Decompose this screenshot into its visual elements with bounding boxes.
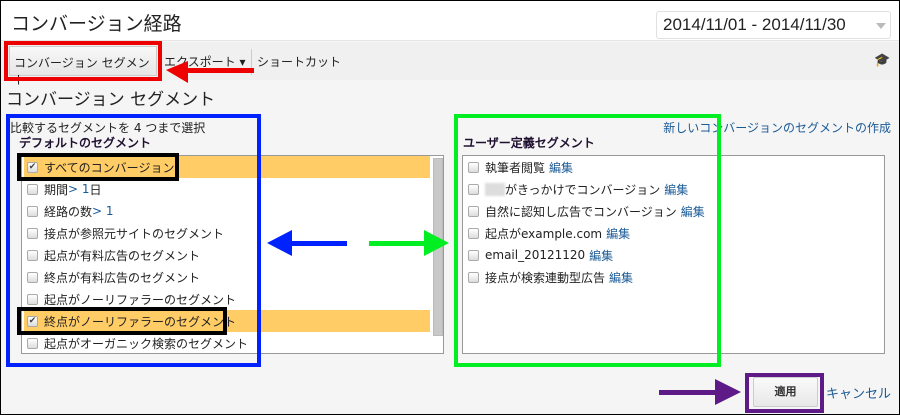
segment-label: 起点がノーリファラーのセグメント [44, 292, 237, 307]
checkbox[interactable]: ✔ [27, 315, 38, 327]
shortcut-button[interactable]: ショートカット [257, 55, 342, 69]
checkbox[interactable] [27, 183, 38, 195]
checkbox[interactable] [468, 205, 479, 217]
redacted-text [485, 182, 505, 196]
edit-link[interactable]: 編集 [680, 204, 705, 219]
segment-label: がきっかけでコンバージョン [505, 182, 661, 197]
checkbox[interactable] [468, 227, 479, 239]
green-arrow-right-icon [369, 230, 449, 256]
checkbox[interactable] [468, 271, 479, 283]
segment-label: すべてのコンバージョン [44, 160, 175, 175]
segment-label: 起点が有料広告のセグメント [44, 248, 201, 263]
checkbox[interactable] [27, 249, 38, 261]
default-segment-item[interactable]: 期間 > 1 日 [24, 178, 102, 200]
compare-note: 比較するセグメントを 4 つまで選択 [10, 121, 206, 135]
user-segment-item[interactable]: 自然に認知し広告でコンバージョン編集 [465, 200, 705, 222]
segment-label: 自然に認知し広告でコンバージョン [485, 204, 677, 219]
highlight-box-black [17, 153, 179, 181]
red-arrow-icon [166, 61, 254, 83]
segment-condition: > 1 [92, 204, 114, 218]
segment-unit: 日 [89, 182, 102, 197]
purple-arrow-icon [659, 379, 741, 405]
segment-label: 起点がexample.com [485, 226, 603, 241]
default-segment-item[interactable]: 起点が有料広告のセグメント [24, 244, 200, 266]
user-segment-item[interactable]: 接点が検索連動型広告編集 [465, 266, 633, 288]
checkbox[interactable] [27, 293, 38, 305]
segment-label: 執筆者閲覧 [485, 160, 546, 175]
default-segments-heading: デフォルトのセグメント [19, 136, 152, 150]
edit-link[interactable]: 編集 [606, 226, 631, 241]
edit-link[interactable]: 編集 [609, 270, 634, 285]
highlight-box-green [454, 114, 721, 367]
checkbox[interactable] [27, 205, 38, 217]
user-segment-list: 執筆者閲覧編集がきっかけでコンバージョン編集自然に認知し広告でコンバージョン編集… [462, 155, 885, 354]
apply-button[interactable]: 適用 [753, 377, 818, 407]
default-segment-item[interactable]: 起点がノーリファラーのセグメント [24, 288, 236, 310]
segment-label: 起点がオーガニック検索のセグメント [44, 336, 249, 351]
graduation-cap-icon[interactable]: 🎓 [874, 53, 891, 68]
segment-label: 終点がノーリファラーのセグメント [44, 314, 237, 329]
default-segment-item[interactable]: 終点が有料広告のセグメント [24, 266, 200, 288]
date-range-picker[interactable]: 2014/11/01 - 2014/11/30 [656, 11, 891, 39]
divider [251, 49, 252, 75]
highlight-box-red [4, 41, 162, 81]
blue-arrow-left-icon [267, 230, 347, 256]
cancel-link[interactable]: キャンセル [826, 387, 892, 402]
checkbox[interactable] [27, 271, 38, 283]
highlight-box-purple [745, 373, 824, 413]
edit-link[interactable]: 編集 [589, 248, 614, 263]
highlight-box-blue [6, 114, 261, 367]
segment-label: 経路の数 [44, 204, 93, 219]
edit-link[interactable]: 編集 [549, 160, 574, 175]
checkbox[interactable]: ✔ [27, 161, 38, 173]
default-segment-item[interactable]: 起点がオーガニック検索のセグメント [24, 332, 248, 354]
segment-label: 接点が参照元サイトのセグメント [44, 226, 225, 241]
default-segment-item[interactable]: 接点が参照元サイトのセグメント [24, 222, 224, 244]
date-range: 2014/11/01 - 2014/11/30 [663, 15, 846, 34]
segment-label: 終点が有料広告のセグメント [44, 270, 201, 285]
page-title: コンバージョン経路 [11, 13, 182, 35]
default-segment-item[interactable]: 経路の数 > 1 [24, 200, 114, 222]
segment-label: email_20121120 [485, 248, 586, 262]
highlight-box-black [17, 307, 227, 335]
panel-title: コンバージョン セグメント [6, 90, 216, 110]
default-segment-item[interactable]: ✔ 終点がノーリファラーのセグメント [24, 310, 430, 332]
user-segments-heading: ユーザー定義セグメント [463, 136, 595, 150]
user-segment-item[interactable]: 執筆者閲覧編集 [465, 156, 573, 178]
segment-condition: > 1 [68, 182, 90, 196]
chevron-down-icon [876, 23, 886, 29]
checkbox[interactable] [27, 337, 38, 349]
segment-label: 接点が検索連動型広告 [485, 270, 606, 285]
user-segment-item[interactable]: がきっかけでコンバージョン編集 [465, 178, 688, 200]
checkbox[interactable] [27, 227, 38, 239]
default-segment-item[interactable]: ✔ すべてのコンバージョン [24, 156, 430, 178]
checkbox[interactable] [468, 249, 479, 261]
checkbox[interactable] [468, 161, 479, 173]
segment-label: 期間 [44, 182, 69, 197]
checkbox[interactable] [468, 183, 479, 195]
edit-link[interactable]: 編集 [664, 182, 689, 197]
